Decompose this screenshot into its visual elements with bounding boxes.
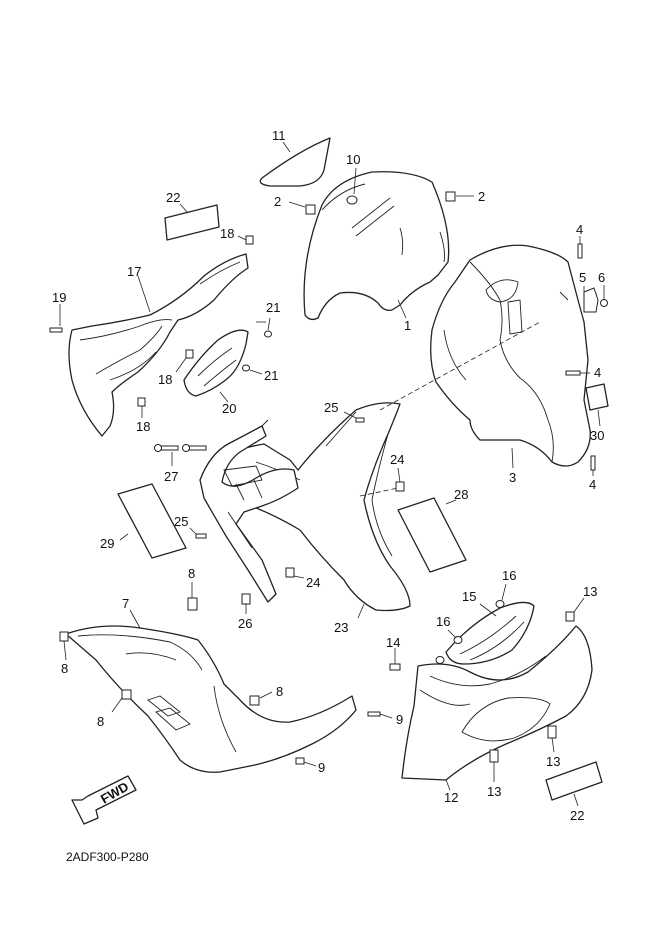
- callout-19: 19: [52, 290, 66, 305]
- part-18-clip-c: [137, 397, 146, 407]
- callout-18-top: 18: [220, 226, 234, 241]
- callout-24-bottom: 24: [306, 575, 320, 590]
- part-7-lower-cover-left: [65, 625, 357, 773]
- diagram-code: 2ADF300-P280: [66, 850, 149, 864]
- callout-1: 1: [404, 318, 411, 333]
- callout-13-right: 13: [546, 754, 560, 769]
- part-11-decal: [259, 137, 331, 187]
- callout-12: 12: [444, 790, 458, 805]
- part-13-clip-b: [489, 749, 499, 763]
- callout-4-top: 4: [576, 222, 583, 237]
- part-4-screw-a: [577, 243, 583, 259]
- part-21-grommet-a: [264, 330, 272, 338]
- callout-17: 17: [127, 264, 141, 279]
- part-22-decal-upper: [164, 204, 220, 241]
- part-9-screw-a: [367, 711, 381, 717]
- callout-14: 14: [386, 635, 400, 650]
- part-2-clip-left: [305, 204, 316, 215]
- part-4-screw-c: [590, 455, 596, 471]
- part-29-decal: [117, 483, 187, 559]
- callout-9-right: 9: [396, 712, 403, 727]
- callout-8-left: 8: [61, 661, 68, 676]
- part-25-bolt-b: [195, 533, 207, 539]
- callout-21-top: 21: [266, 300, 280, 315]
- part-15-inner-cover: [445, 601, 535, 665]
- part-16-grommet-b: [435, 656, 445, 664]
- callout-25-top: 25: [324, 400, 338, 415]
- part-26-bolt: [241, 593, 251, 605]
- part-14-bolt: [389, 663, 401, 671]
- part-4-screw-b: [565, 370, 581, 376]
- part-25-bolt-a: [355, 417, 365, 423]
- part-19-bolt: [49, 327, 63, 333]
- part-8-clip-a: [187, 597, 198, 611]
- callout-2-right: 2: [478, 189, 485, 204]
- callout-28: 28: [454, 487, 468, 502]
- callout-23: 23: [334, 620, 348, 635]
- part-12-lower-cover-right: [401, 625, 593, 781]
- part-16-grommet-a: [495, 600, 505, 608]
- callout-16-mid: 16: [436, 614, 450, 629]
- callout-2-left: 2: [274, 194, 281, 209]
- callout-29: 29: [100, 536, 114, 551]
- callout-22-bottom: 22: [570, 808, 584, 823]
- part-24-clip-b: [285, 567, 295, 578]
- callout-8-top: 8: [188, 566, 195, 581]
- part-8-clip-b: [59, 631, 69, 642]
- part-18-clip-a: [245, 235, 254, 245]
- part-8-clip-c: [121, 689, 132, 700]
- callout-8-right: 8: [276, 684, 283, 699]
- callout-7: 7: [122, 596, 129, 611]
- part-17-side-cover-left: [68, 253, 249, 437]
- part-28-decal: [397, 497, 467, 573]
- callout-25-bottom: 25: [174, 514, 188, 529]
- part-22-decal-lower: [545, 761, 603, 801]
- callout-6: 6: [598, 270, 605, 285]
- part-13-clip-a: [565, 611, 575, 622]
- callout-27: 27: [164, 469, 178, 484]
- callout-24-top: 24: [390, 452, 404, 467]
- callout-16-top: 16: [502, 568, 516, 583]
- fwd-arrow: [71, 775, 137, 825]
- part-21-grommet-b: [242, 364, 250, 372]
- callout-8-lower: 8: [97, 714, 104, 729]
- part-24-clip-a: [395, 481, 405, 492]
- callout-10: 10: [346, 152, 360, 167]
- callout-18-mid: 18: [158, 372, 172, 387]
- callout-21-bottom: 21: [264, 368, 278, 383]
- callout-5: 5: [579, 270, 586, 285]
- part-8-clip-d: [249, 695, 260, 706]
- callout-30: 30: [590, 428, 604, 443]
- part-30-pad: [585, 383, 609, 411]
- part-3-inner-panel: [430, 244, 591, 467]
- callout-11: 11: [272, 128, 286, 143]
- callout-18-bottom: 18: [136, 419, 150, 434]
- part-2-clip-right: [445, 191, 456, 202]
- part-1-front-cover: [303, 171, 450, 321]
- part-10-grommet: [346, 195, 358, 205]
- callout-4-bottom: 4: [589, 477, 596, 492]
- part-18-clip-b: [185, 349, 194, 359]
- part-6-bolt: [600, 299, 608, 307]
- part-20-panel: [183, 329, 249, 397]
- callout-13-top: 13: [583, 584, 597, 599]
- callout-9-bottom: 9: [318, 760, 325, 775]
- part-9-screw-b: [295, 757, 305, 765]
- callout-15: 15: [462, 589, 476, 604]
- callout-4-mid: 4: [594, 365, 601, 380]
- callout-26: 26: [238, 616, 252, 631]
- part-13-clip-c: [547, 725, 557, 739]
- callout-22-top: 22: [166, 190, 180, 205]
- part-5-bracket: [583, 287, 599, 313]
- callout-20: 20: [222, 401, 236, 416]
- callout-13-bottom: 13: [487, 784, 501, 799]
- callout-3: 3: [509, 470, 516, 485]
